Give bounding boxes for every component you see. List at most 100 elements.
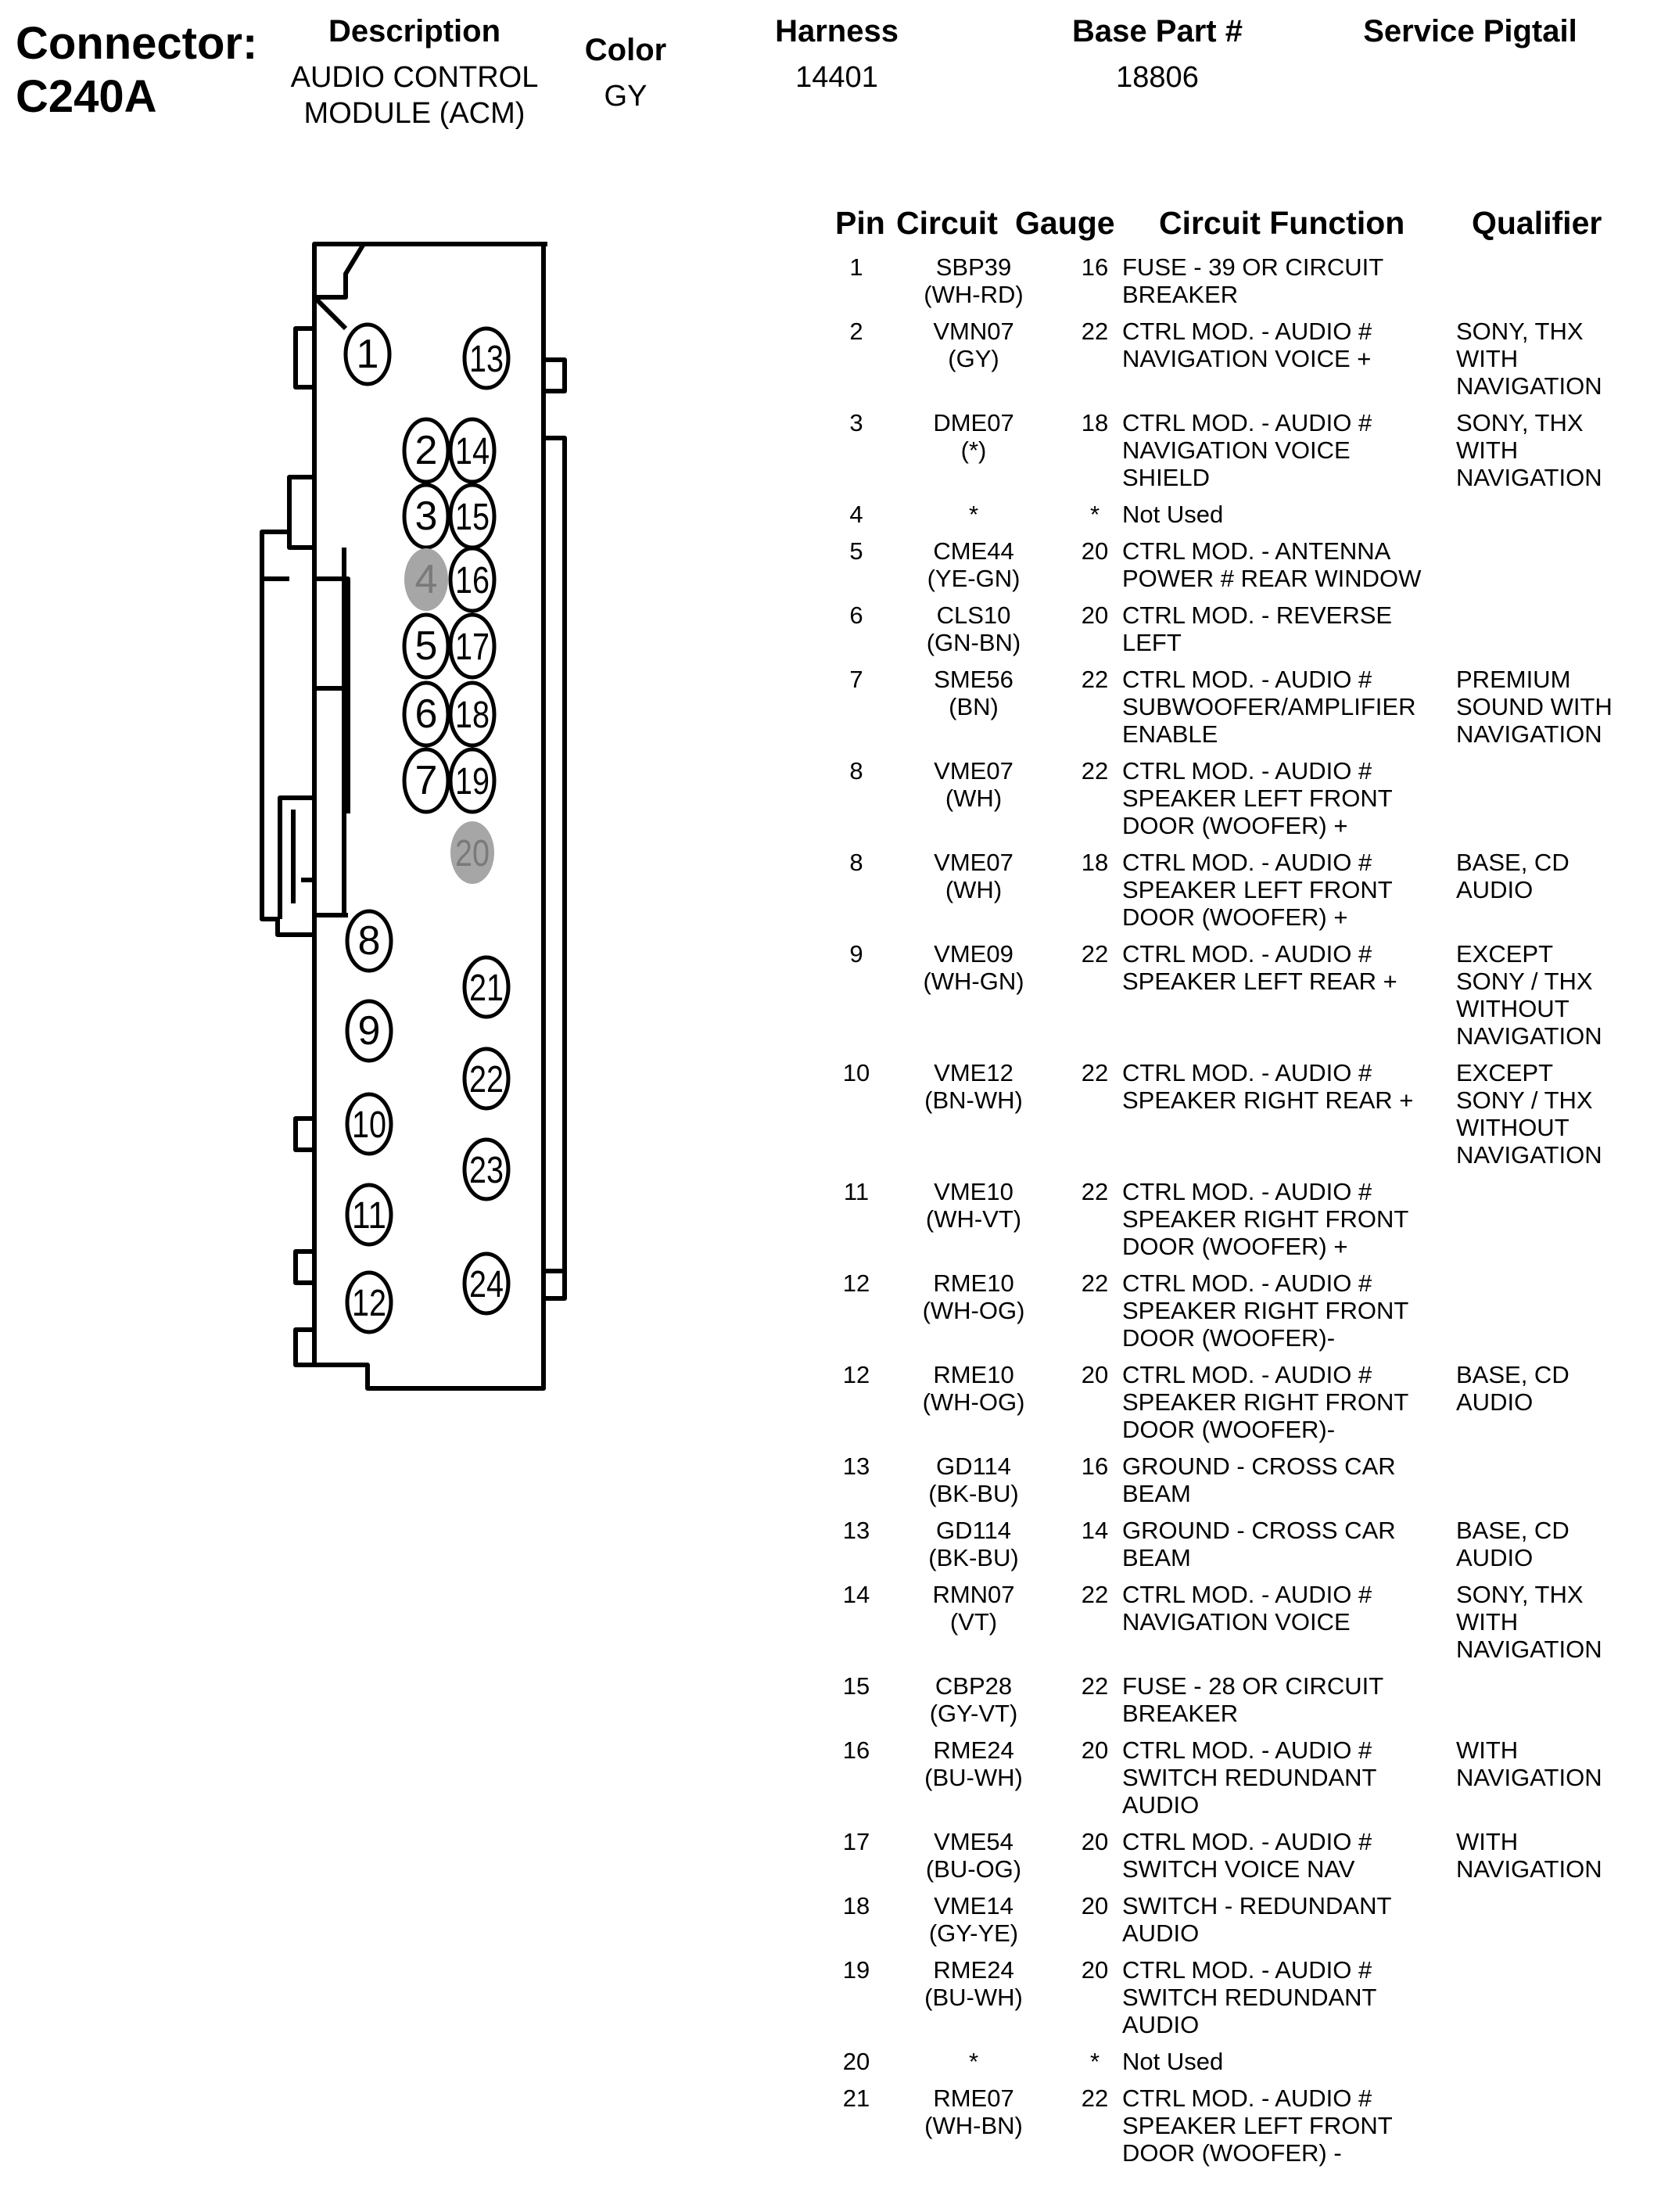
pin-cell: 8 [849,849,863,876]
circuit-function-cell: CTRL MOD. - ANTENNA POWER # REAR WINDOW [1122,537,1422,592]
pin-number-label: 3 [415,494,438,539]
pin-cell: 9 [849,940,863,968]
pin-cell: 1 [849,253,863,281]
circuit-function-cell: GROUND - CROSS CAR BEAM [1122,1453,1396,1507]
pin-cavity-3: 3 [402,483,450,550]
circuit-cell: VME07 (WH) [934,757,1013,812]
color-value: GY [604,80,648,113]
qualifier-cell: EXCEPT SONY / THX WITHOUT NAVIGATION [1456,1059,1602,1169]
circuit-function-cell: CTRL MOD. - AUDIO # SPEAKER LEFT REAR + [1122,940,1397,995]
qualifier-cell: WITH NAVIGATION [1456,1736,1602,1791]
pin-cavity-19: 19 [448,747,497,814]
qualifier-cell: WITH NAVIGATION [1456,1828,1602,1883]
pin-cavity-17: 17 [448,612,497,680]
pin-number-label: 2 [415,428,438,473]
pin-number-label: 14 [455,431,490,472]
pin-cavity-18: 18 [448,680,497,748]
qualifier-cell: PREMIUM SOUND WITH NAVIGATION [1456,666,1613,748]
pin-number-label: 22 [469,1059,504,1101]
gauge-cell: * [1089,2048,1100,2075]
qualifier-cell: SONY, THX WITH NAVIGATION [1456,409,1602,491]
pin-number-label: 24 [469,1264,504,1305]
circuit-function-cell: CTRL MOD. - AUDIO # SWITCH VOICE NAV [1122,1828,1372,1883]
pin-cavity-1: 1 [343,322,392,386]
connector-label: Connector: [16,18,258,69]
circuit-function-cell: CTRL MOD. - AUDIO # SPEAKER LEFT FRONT D… [1122,849,1393,931]
circuit-cell: SBP39 (WH-RD) [924,253,1024,308]
pin-cell: 8 [849,757,863,785]
gauge-cell: 22 [1081,1059,1109,1086]
pin-cavity-11: 11 [345,1183,393,1247]
pin-cell: 21 [842,2085,870,2112]
pin-cell: 18 [842,1892,870,1919]
pin-cavity-15: 15 [448,483,497,550]
circuit-function-cell: CTRL MOD. - AUDIO # SPEAKER LEFT FRONT D… [1122,757,1393,839]
gauge-cell: 18 [1081,409,1109,436]
gauge-cell: 20 [1081,1361,1109,1388]
pin-cell: 19 [842,1956,870,1984]
pin-cell: 3 [849,409,863,436]
pin-number-label: 6 [415,691,438,737]
circuit-function-cell: CTRL MOD. - AUDIO # NAVIGATION VOICE SHI… [1122,409,1372,491]
circuit-cell: SME56 (BN) [934,666,1013,720]
service-pigtail-label: Service Pigtail [1363,14,1577,48]
pin-number-label: 16 [455,560,490,601]
pin-cell: 12 [842,1269,870,1297]
base-part-value: 18806 [1116,61,1199,94]
pin-number-label: 9 [358,1008,381,1054]
pin-cell: 2 [849,318,863,345]
circuit-cell: VME14 (GY-YE) [928,1892,1019,1947]
circuit-cell: CME44 (YE-GN) [927,537,1021,592]
pin-cell: 6 [849,601,863,629]
column-header-gauge: Gauge [1015,205,1115,241]
pin-number-label: 12 [352,1283,386,1324]
description-label: Description [328,14,501,48]
column-header-qualifier: Qualifier [1472,205,1602,241]
gauge-cell: 14 [1081,1517,1109,1544]
gauge-cell: 16 [1081,1453,1109,1480]
pin-cavity-7: 7 [402,747,450,814]
pin-cell: 4 [849,501,863,528]
circuit-function-cell: CTRL MOD. - AUDIO # SPEAKER RIGHT REAR + [1122,1059,1414,1114]
pin-cell: 12 [842,1361,870,1388]
circuit-cell: VME07 (WH) [934,849,1013,903]
pin-number-label: 13 [469,339,504,380]
circuit-cell: RME10 (WH-OG) [922,1269,1025,1324]
circuit-function-cell: CTRL MOD. - AUDIO # NAVIGATION VOICE [1122,1581,1372,1636]
pin-number-label: 4 [415,557,438,602]
circuit-cell: VME10 (WH-VT) [925,1178,1022,1233]
circuit-function-cell: CTRL MOD. - AUDIO # SPEAKER LEFT FRONT D… [1122,2085,1393,2167]
pin-number-label: 15 [455,497,490,538]
circuit-cell: RME24 (BU-WH) [924,1736,1023,1791]
qualifier-cell: BASE, CD AUDIO [1456,1361,1570,1416]
pin-cavity-4: 4 [404,548,448,611]
circuit-cell: * [968,2048,979,2075]
circuit-function-cell: CTRL MOD. - REVERSE LEFT [1122,601,1393,656]
pin-number-label: 19 [455,761,490,803]
circuit-cell: VME54 (BU-OG) [925,1828,1022,1883]
pin-cell: 11 [843,1178,870,1205]
gauge-cell: 18 [1081,849,1109,876]
column-header-pin: Pin [835,205,885,241]
pin-number-label: 7 [415,758,438,803]
gauge-cell: 22 [1081,1269,1109,1297]
circuit-function-cell: CTRL MOD. - AUDIO # NAVIGATION VOICE + [1122,318,1372,372]
pin-cavity-14: 14 [448,417,497,484]
circuit-cell: GD114 (BK-BU) [928,1517,1019,1571]
gauge-cell: 22 [1081,1672,1109,1700]
circuit-function-cell: GROUND - CROSS CAR BEAM [1122,1517,1396,1571]
circuit-function-cell: CTRL MOD. - AUDIO # SWITCH REDUNDANT AUD… [1122,1956,1377,2038]
circuit-function-cell: CTRL MOD. - AUDIO # SPEAKER RIGHT FRONT … [1122,1361,1409,1443]
gauge-cell: 20 [1081,1828,1109,1855]
circuit-function-cell: FUSE - 28 OR CIRCUIT BREAKER [1122,1672,1384,1727]
pin-cavity-24: 24 [462,1251,511,1316]
pin-cavity-9: 9 [345,999,393,1063]
pin-number-label: 23 [469,1150,504,1191]
pin-number-label: 8 [358,918,381,964]
circuit-cell: VMN07 (GY) [933,318,1014,372]
circuit-cell: RMN07 (VT) [932,1581,1015,1636]
column-header-circuit: Circuit [896,205,998,241]
pin-cell: 20 [842,2048,870,2075]
